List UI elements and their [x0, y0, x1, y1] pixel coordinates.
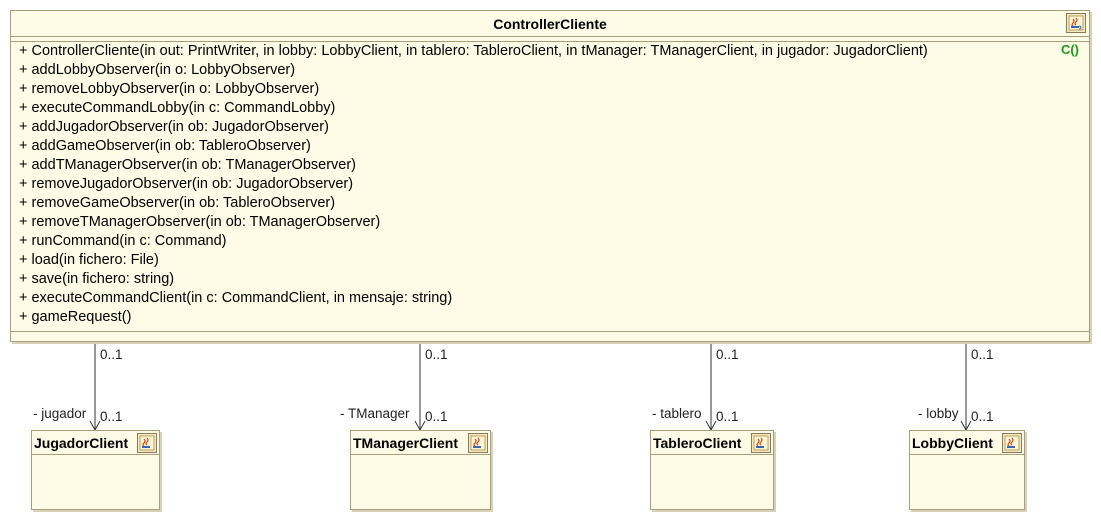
class-name-header: TManagerClient — [351, 431, 490, 455]
source-multiplicity-lobby: 0..1 — [971, 347, 994, 362]
class-name: TableroClient — [653, 435, 742, 451]
operations-compartment: + ControllerCliente(in out: PrintWriter,… — [11, 42, 1089, 327]
attributes-compartment — [11, 41, 1089, 42]
class-name-header: TableroClient — [651, 431, 773, 455]
operation-item: + runCommand(in c: Command) — [19, 233, 227, 249]
operation-item: + removeGameObserver(in ob: TableroObser… — [19, 195, 336, 211]
class-controllercliente[interactable]: ControllerCliente + ControllerCliente(in… — [10, 10, 1090, 342]
java-class-icon — [1066, 13, 1086, 33]
operation-item: + addLobbyObserver(in o: LobbyObserver) — [19, 62, 296, 78]
operation-item: + removeJugadorObserver(in ob: JugadorOb… — [19, 176, 354, 192]
target-multiplicity-tablero: 0..1 — [716, 409, 739, 424]
class-name: TManagerClient — [353, 435, 459, 451]
role-tmanager: - TManager — [340, 406, 410, 421]
operation-item: + addGameObserver(in ob: TableroObserver… — [19, 138, 311, 154]
operation-item: + removeLobbyObserver(in o: LobbyObserve… — [19, 81, 320, 97]
operation-item: + executeCommandLobby(in c: CommandLobby… — [19, 100, 336, 116]
class-lobbyclient[interactable]: LobbyClient — [909, 430, 1025, 510]
constructor-stereotype: C() — [1060, 42, 1079, 57]
source-multiplicity-tablero: 0..1 — [716, 347, 739, 362]
class-name-header: LobbyClient — [910, 431, 1024, 455]
inner-compartment-divider — [11, 331, 1089, 332]
source-multiplicity-tmanager: 0..1 — [425, 347, 448, 362]
class-tableroclient[interactable]: TableroClient — [650, 430, 774, 510]
operation-item: + save(in fichero: string) — [19, 271, 175, 287]
role-jugador: - jugador — [33, 406, 87, 421]
operation-item: + ControllerCliente(in out: PrintWriter,… — [19, 43, 928, 59]
java-class-icon — [137, 433, 157, 453]
class-name-header: JugadorClient — [32, 431, 159, 455]
operation-item: + gameRequest() — [19, 309, 132, 325]
source-multiplicity-jugador: 0..1 — [100, 347, 123, 362]
role-tablero: - tablero — [652, 406, 702, 421]
target-multiplicity-tmanager: 0..1 — [425, 409, 448, 424]
role-lobby: - lobby — [918, 406, 959, 421]
operation-item: + load(in fichero: File) — [19, 252, 159, 268]
operation-item: + removeTManagerObserver(in ob: TManager… — [19, 214, 381, 230]
operation-item: + executeCommandClient(in c: CommandClie… — [19, 290, 453, 306]
class-name: JugadorClient — [34, 435, 129, 451]
class-tmanagerclient[interactable]: TManagerClient — [350, 430, 491, 510]
operation-item: + addTManagerObserver(in ob: TManagerObs… — [19, 157, 357, 173]
class-name: LobbyClient — [912, 435, 993, 451]
java-class-icon — [468, 433, 488, 453]
target-multiplicity-lobby: 0..1 — [971, 409, 994, 424]
target-multiplicity-jugador: 0..1 — [100, 409, 123, 424]
class-jugadorclient[interactable]: JugadorClient — [31, 430, 160, 510]
operation-item: + addJugadorObserver(in ob: JugadorObser… — [19, 119, 329, 135]
class-name-header: ControllerCliente — [11, 11, 1089, 37]
class-name: ControllerCliente — [493, 16, 607, 32]
java-class-icon — [751, 433, 771, 453]
java-class-icon — [1002, 433, 1022, 453]
